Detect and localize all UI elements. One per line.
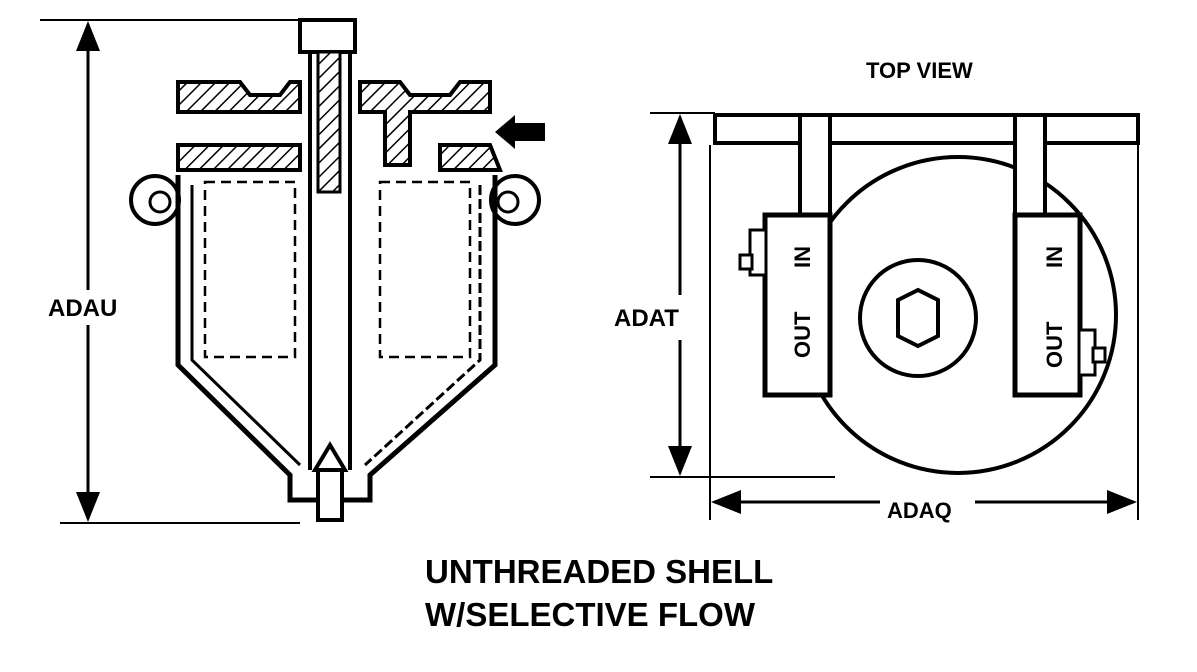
- port-block-left: IN OUT: [738, 212, 833, 398]
- section-view: ADAU: [40, 18, 545, 524]
- mounting-bracket: [713, 113, 1140, 145]
- top-view-title: TOP VIEW: [866, 58, 973, 83]
- caption-line-2: W/SELECTIVE FLOW: [425, 596, 756, 633]
- dimension-adat: [650, 112, 835, 478]
- port-label-in: IN: [790, 246, 815, 268]
- dimension-label-adaq: ADAQ: [887, 498, 952, 523]
- port-block-right: IN OUT: [1012, 212, 1107, 398]
- flow-arrow-icon: [495, 115, 545, 149]
- caption: UNTHREADED SHELL W/SELECTIVE FLOW: [425, 553, 773, 633]
- filter-head: [176, 80, 302, 114]
- port-label-in: IN: [1042, 246, 1067, 268]
- top-view: TOP VIEW IN OUT IN OUT ADAT: [614, 58, 1140, 523]
- hex-socket-icon: [896, 287, 940, 349]
- dimension-adaq: [709, 145, 1139, 520]
- bolt-head: [298, 18, 357, 54]
- filter-element: [203, 180, 297, 359]
- dimension-label-adau: ADAU: [48, 295, 117, 322]
- caption-line-1: UNTHREADED SHELL: [425, 553, 773, 590]
- dimension-adau: [40, 19, 300, 524]
- shell: [175, 175, 498, 503]
- drain-plug: [311, 441, 349, 472]
- dimension-label-adat: ADAT: [614, 305, 679, 332]
- port-label-out: OUT: [790, 311, 815, 358]
- port-label-out: OUT: [1042, 321, 1067, 368]
